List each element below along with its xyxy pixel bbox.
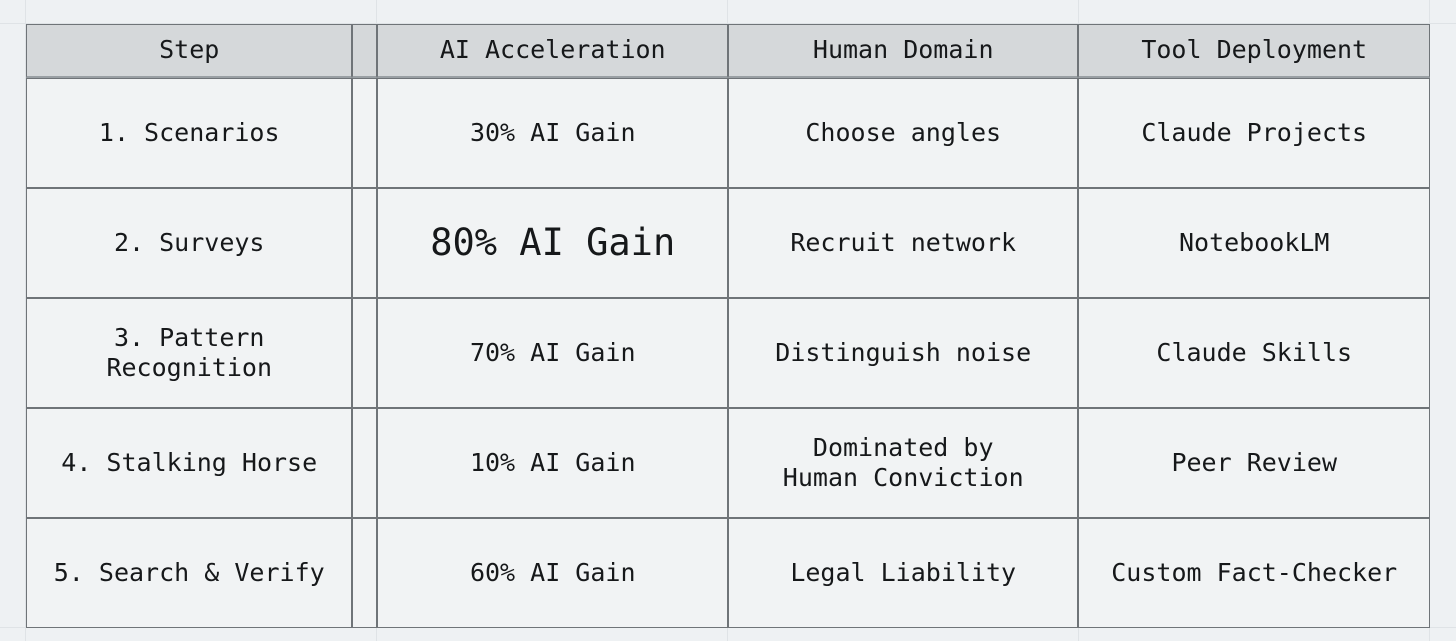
cell-step: 1. Scenarios: [26, 78, 353, 188]
row-spacer-cell: [352, 78, 378, 188]
cell-ai-acceleration-highlighted: 70% AI Gain: [377, 298, 728, 408]
cell-tool-deployment: Claude Projects: [1078, 78, 1430, 188]
table-row: 1. Scenarios 30% AI Gain Choose angles C…: [26, 78, 1430, 188]
cell-step: 5. Search & Verify: [26, 518, 353, 628]
cell-ai-acceleration-highlighted: 60% AI Gain: [377, 518, 728, 628]
cell-tool-deployment: Peer Review: [1078, 408, 1430, 518]
table-row: 2. Surveys 80% AI Gain Recruit network N…: [26, 188, 1430, 298]
column-header-ai-acceleration: AI Acceleration: [377, 24, 728, 78]
cell-ai-acceleration-highlighted: 80% AI Gain: [377, 188, 728, 298]
cell-step: 3. Pattern Recognition: [26, 298, 353, 408]
cell-human-domain-highlighted: Dominated by Human Conviction: [727, 408, 1079, 518]
table-row: 4. Stalking Horse 10% AI Gain Dominated …: [26, 408, 1430, 518]
row-spacer-cell: [352, 298, 378, 408]
header-spacer-cell: [352, 24, 378, 78]
table-row: 3. Pattern Recognition 70% AI Gain Disti…: [26, 298, 1430, 408]
column-header-step: Step: [26, 24, 353, 78]
cell-step: 4. Stalking Horse: [26, 408, 353, 518]
table-header: Step AI Acceleration Human Domain Tool D…: [26, 24, 1430, 78]
header-row: Step AI Acceleration Human Domain Tool D…: [26, 24, 1430, 78]
row-spacer-cell: [352, 518, 378, 628]
background-gridline-horizontal: [0, 23, 1456, 24]
cell-ai-acceleration: 10% AI Gain: [377, 408, 728, 518]
table-body: 1. Scenarios 30% AI Gain Choose angles C…: [26, 78, 1430, 628]
row-spacer-cell: [352, 188, 378, 298]
cell-tool-deployment: Custom Fact-Checker: [1078, 518, 1430, 628]
cell-step: 2. Surveys: [26, 188, 353, 298]
cell-tool-deployment: Claude Skills: [1078, 298, 1430, 408]
row-spacer-cell: [352, 408, 378, 518]
background-gridline-vertical: [25, 0, 26, 641]
cell-tool-deployment: NotebookLM: [1078, 188, 1430, 298]
cell-human-domain: Choose angles: [727, 78, 1079, 188]
cell-human-domain: Legal Liability: [727, 518, 1079, 628]
table-row: 5. Search & Verify 60% AI Gain Legal Lia…: [26, 518, 1430, 628]
cell-human-domain: Distinguish noise: [727, 298, 1079, 408]
column-header-tool-deployment: Tool Deployment: [1078, 24, 1430, 78]
cell-human-domain: Recruit network: [727, 188, 1079, 298]
cell-ai-acceleration: 30% AI Gain: [377, 78, 728, 188]
workflow-comparison-table: Step AI Acceleration Human Domain Tool D…: [26, 24, 1430, 628]
column-header-human-domain: Human Domain: [727, 24, 1079, 78]
